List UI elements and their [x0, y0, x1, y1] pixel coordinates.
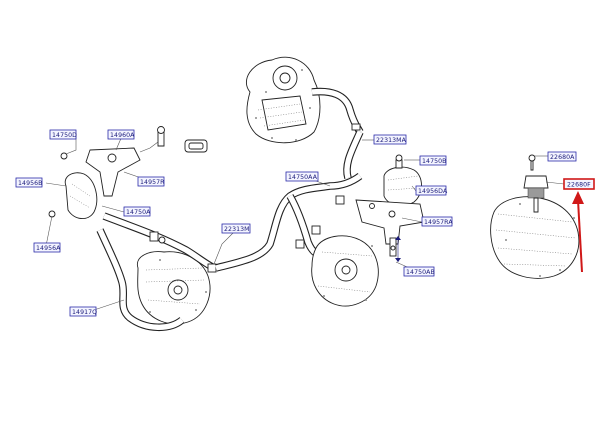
part-label[interactable]: 14750B [419, 155, 447, 166]
part-label[interactable]: 14960A [107, 129, 135, 140]
svg-text:14956A: 14956A [36, 245, 61, 252]
upper-engine-assembly [245, 56, 364, 144]
svg-text:14960A: 14960A [110, 132, 135, 139]
svg-text:14917Q: 14917Q [72, 309, 97, 316]
part-label[interactable]: 14917Q [69, 306, 97, 317]
part-label[interactable]: 22680A [547, 151, 577, 162]
part-label-highlighted[interactable]: 22680F [563, 178, 595, 190]
right-engine-assembly [490, 154, 580, 279]
svg-text:22680A: 22680A [550, 154, 575, 161]
part-label[interactable]: 14957R [137, 176, 165, 187]
center-lower-engine [311, 235, 379, 307]
svg-text:22680F: 22680F [567, 182, 591, 189]
left-main-hose [96, 212, 217, 332]
left-bracket-assembly [48, 126, 208, 219]
svg-text:14750AB: 14750AB [406, 269, 435, 276]
left-lower-engine [136, 251, 211, 325]
center-engine-mount [355, 154, 425, 262]
part-label[interactable]: 14956A [33, 242, 61, 253]
part-label[interactable]: 22313M [221, 223, 251, 234]
center-hose [215, 130, 364, 272]
svg-text:14750AA: 14750AA [288, 174, 318, 181]
part-label[interactable]: 22313MA [373, 134, 407, 145]
svg-text:14750A: 14750A [126, 209, 151, 216]
svg-text:14750D: 14750D [52, 132, 77, 139]
part-label[interactable]: 14750D [49, 129, 77, 140]
part-labels: 14750D 14960A 14956B 14957R 14750A 14956… [15, 129, 595, 317]
svg-text:22313MA: 22313MA [376, 137, 407, 144]
part-label[interactable]: 14750AB [403, 266, 435, 277]
part-label[interactable]: 14956DA [415, 185, 448, 196]
highlight-arrow [572, 191, 584, 273]
part-label[interactable]: 14956B [15, 177, 43, 188]
svg-text:14956DA: 14956DA [418, 188, 448, 195]
part-label[interactable]: 14750AA [285, 171, 319, 182]
svg-text:14957RA: 14957RA [424, 219, 453, 226]
svg-text:14750B: 14750B [422, 158, 447, 165]
svg-text:14957R: 14957R [140, 179, 165, 186]
part-label[interactable]: 14750A [123, 206, 151, 217]
svg-text:14956B: 14956B [18, 180, 43, 187]
svg-text:22313M: 22313M [224, 226, 250, 233]
part-label[interactable]: 14957RA [421, 216, 453, 227]
